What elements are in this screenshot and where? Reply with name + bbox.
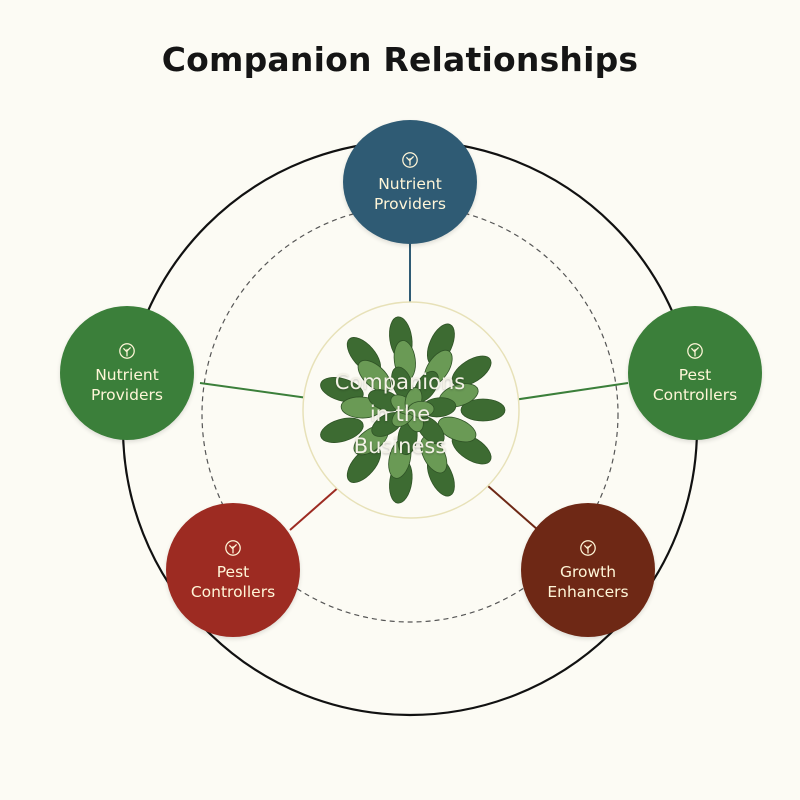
sprout-icon [225,539,241,556]
connector-bottom-right [487,485,539,531]
connector-right [499,382,629,403]
sprout-icon [580,539,596,556]
node-label: Pest Controllers [190,562,276,601]
node-bottom-left: Pest Controllers [166,503,300,637]
center-label: Companions in the Business [334,370,466,458]
plant-illustration [302,301,520,519]
leaf [320,417,364,443]
sprout-icon [402,151,418,168]
node-bottom-right: Growth Enhancers [521,503,655,637]
connector-left [199,382,323,401]
leaf [437,416,477,443]
node-label: Nutrient Providers [91,365,163,404]
leaf [357,359,392,393]
node-left: Nutrient Providers [60,306,194,440]
leaf [460,398,506,422]
node-label: Growth Enhancers [547,562,629,601]
node-top: Nutrient Providers [343,120,477,244]
leaf [407,400,435,418]
leaf [451,355,492,387]
node-label: Pest Controllers [652,365,738,404]
page-title: Companion Relationships [161,40,639,79]
leaf [320,377,364,403]
inner-ring [201,205,619,623]
sprout-icon [119,342,135,359]
node-right: Pest Controllers [628,306,762,440]
node-label: Nutrient Providers [374,174,446,213]
connector-bottom-left [289,485,341,531]
sprout-icon [687,342,703,359]
